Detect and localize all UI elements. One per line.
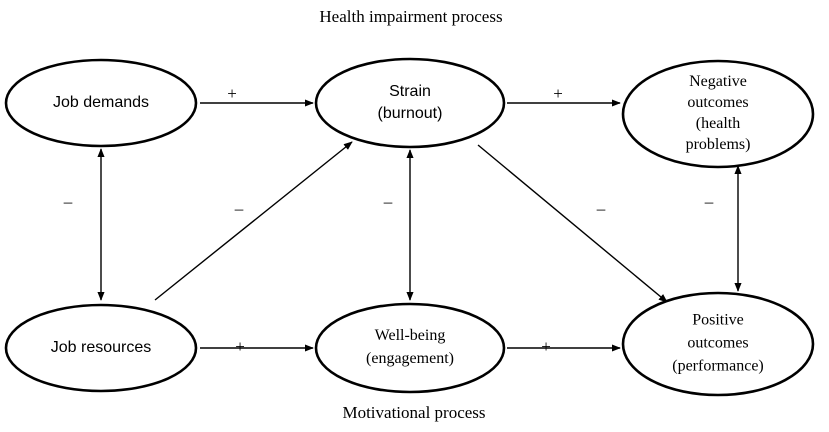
node-ellipse-positive: [621, 291, 815, 397]
node-job-demands: Job demands: [4, 58, 198, 148]
node-ellipse-strain: [314, 57, 506, 149]
sign-label-wellbeing-to-positive: +: [541, 337, 551, 356]
sign-label-job-resources-to-strain: –: [234, 199, 244, 218]
arrow-job-resources-to-strain: [154, 141, 353, 301]
node-label-wellbeing: Well-being: [375, 327, 446, 344]
sign-label-strain-to-negative: +: [553, 84, 563, 103]
sign-label-job-demands-to-job-resources: –: [63, 192, 73, 211]
sign-label-negative-to-positive: –: [704, 192, 714, 211]
sign-label-strain-to-wellbeing: –: [383, 192, 393, 211]
sign-label-job-demands-to-strain: +: [227, 84, 237, 103]
node-label-strain: Strain: [389, 83, 431, 100]
signs-layer: + + + + – – – – –: [63, 84, 714, 356]
node-label-job-resources: Job resources: [51, 339, 152, 356]
node-label-job-demands: Job demands: [53, 94, 149, 111]
node-ellipse-job-demands: [4, 58, 198, 148]
node-label-wellbeing: (engagement): [366, 350, 454, 367]
node-label-positive: outcomes: [687, 335, 748, 352]
node-positive: Positive outcomes (performance): [621, 291, 815, 397]
node-ellipse-job-resources: [4, 303, 198, 393]
node-negative: Negative outcomes (health problems): [621, 59, 815, 169]
node-wellbeing: Well-being (engagement): [314, 302, 506, 394]
node-strain: Strain (burnout): [314, 57, 506, 149]
sign-label-strain-to-positive: –: [596, 199, 606, 218]
health-impairment-title: Health impairment process: [319, 7, 502, 26]
edges-layer: [97, 99, 742, 352]
arrow-strain-to-positive: [477, 144, 668, 303]
node-ellipse-negative: [621, 59, 815, 169]
node-label-positive: Positive: [692, 312, 744, 329]
node-ellipse-wellbeing: [314, 302, 506, 394]
node-label-negative: Negative: [689, 73, 747, 90]
node-label-positive: (performance): [672, 358, 764, 375]
motivational-title: Motivational process: [342, 403, 485, 422]
node-label-negative: (health: [696, 115, 740, 132]
node-label-negative: problems): [686, 136, 751, 153]
node-job-resources: Job resources: [4, 303, 198, 393]
node-label-strain: (burnout): [378, 105, 443, 122]
sign-label-job-resources-to-wellbeing: +: [235, 337, 245, 356]
node-label-negative: outcomes: [687, 94, 748, 111]
